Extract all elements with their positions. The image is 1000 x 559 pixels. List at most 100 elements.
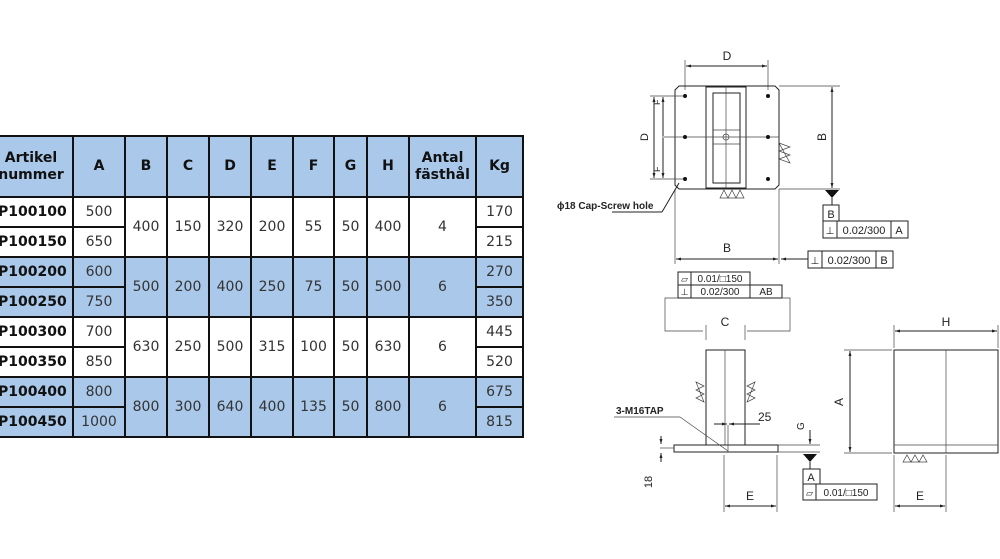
cell-kg: 520 xyxy=(475,346,524,378)
tol-datum: AB xyxy=(759,287,773,298)
base-plate xyxy=(673,444,779,453)
label-25: 25 xyxy=(758,410,772,424)
upright xyxy=(705,349,746,446)
label-h: H xyxy=(942,315,951,329)
cell-article: P100200 xyxy=(0,256,74,288)
label-f: F xyxy=(652,99,662,105)
cell-article: P100100 xyxy=(0,196,74,228)
label-18: 18 xyxy=(643,476,655,488)
cell-b: 500 xyxy=(124,256,168,318)
cell-h: 500 xyxy=(366,256,410,318)
label-f: F xyxy=(652,166,662,172)
cell-d: 400 xyxy=(208,256,252,318)
tol-symbol: ▱ xyxy=(681,274,688,284)
label-e: E xyxy=(746,489,754,503)
header-e: E xyxy=(250,135,294,198)
tol-symbol: ⊥ xyxy=(811,256,820,267)
tap-callout: 3-M16TAP xyxy=(616,406,664,417)
cell-b: 400 xyxy=(124,196,168,258)
cell-f: 55 xyxy=(292,196,335,258)
cell-kg: 215 xyxy=(475,226,524,258)
cell-h: 800 xyxy=(366,376,410,438)
tol-value: 0.02/300 xyxy=(701,287,740,298)
label-c: C xyxy=(721,315,730,329)
cell-kg: 675 xyxy=(475,376,524,408)
cell-c: 250 xyxy=(166,316,210,378)
cell-g: 50 xyxy=(333,196,368,258)
label-b-vertical: B xyxy=(815,133,829,141)
cell-e: 315 xyxy=(250,316,294,378)
cell-kg: 270 xyxy=(475,256,524,288)
datum-b-label: B xyxy=(827,209,834,221)
cell-d: 640 xyxy=(208,376,252,438)
header-text: nummer xyxy=(0,166,64,183)
top-view: D D F F B B ⊥ 0.02/300 A B xyxy=(557,49,909,269)
cell-h: 400 xyxy=(366,196,410,258)
cell-c: 150 xyxy=(166,196,210,258)
cell-a: 600 xyxy=(72,256,126,288)
weld-symbol xyxy=(719,189,745,199)
tol-value: 0.01/□150 xyxy=(698,274,743,285)
cell-a: 650 xyxy=(72,226,126,258)
cell-d: 500 xyxy=(208,316,252,378)
cell-holes: 6 xyxy=(408,256,477,318)
cell-kg: 170 xyxy=(475,196,524,228)
header-h: H xyxy=(366,135,410,198)
header-b: B xyxy=(124,135,168,198)
header-text: Antal xyxy=(421,149,464,166)
cell-g: 50 xyxy=(333,376,368,438)
label-e-side: E xyxy=(916,489,924,503)
cell-g: 50 xyxy=(333,316,368,378)
tol-value: 0.01/□150 xyxy=(824,488,869,499)
cell-a: 800 xyxy=(72,376,126,408)
cell-kg: 350 xyxy=(475,286,524,318)
cell-a: 1000 xyxy=(72,406,126,438)
header-g: G xyxy=(333,135,368,198)
header-kg: Kg xyxy=(475,135,524,198)
base-plate-outline xyxy=(674,85,780,190)
tol-datum: B xyxy=(880,255,887,267)
header-text: fästhål xyxy=(415,166,470,183)
cell-article: P100350 xyxy=(0,346,74,378)
cell-a: 500 xyxy=(72,196,126,228)
cell-f: 100 xyxy=(292,316,335,378)
cap-screw-hole-callout: ϕ18 Cap-Screw hole xyxy=(557,201,654,212)
cell-holes: 6 xyxy=(408,316,477,378)
datum-triangle-b xyxy=(825,190,839,198)
cell-f: 135 xyxy=(292,376,335,438)
tol-symbol: ⊥ xyxy=(681,287,689,297)
cell-c: 200 xyxy=(166,256,210,318)
cell-article: P100450 xyxy=(0,406,74,438)
cell-holes: 4 xyxy=(408,196,477,258)
cell-a: 750 xyxy=(72,286,126,318)
tol-datum: A xyxy=(895,225,903,237)
side-view: H A E xyxy=(832,315,999,512)
cell-article: P100300 xyxy=(0,316,74,348)
tol-symbol: ▱ xyxy=(806,488,813,498)
cell-kg: 815 xyxy=(475,406,524,438)
cell-kg: 445 xyxy=(475,316,524,348)
cell-d: 320 xyxy=(208,196,252,258)
cell-article: P100250 xyxy=(0,286,74,318)
header-d: D xyxy=(208,135,252,198)
tol-value: 0.02/300 xyxy=(828,255,871,267)
cell-h: 630 xyxy=(366,316,410,378)
header-a: A xyxy=(72,135,126,198)
header-text: Artikel xyxy=(4,149,58,166)
cell-b: 630 xyxy=(124,316,168,378)
header-c: C xyxy=(166,135,210,198)
tol-symbol: ⊥ xyxy=(826,226,835,237)
header-f: F xyxy=(292,135,335,198)
